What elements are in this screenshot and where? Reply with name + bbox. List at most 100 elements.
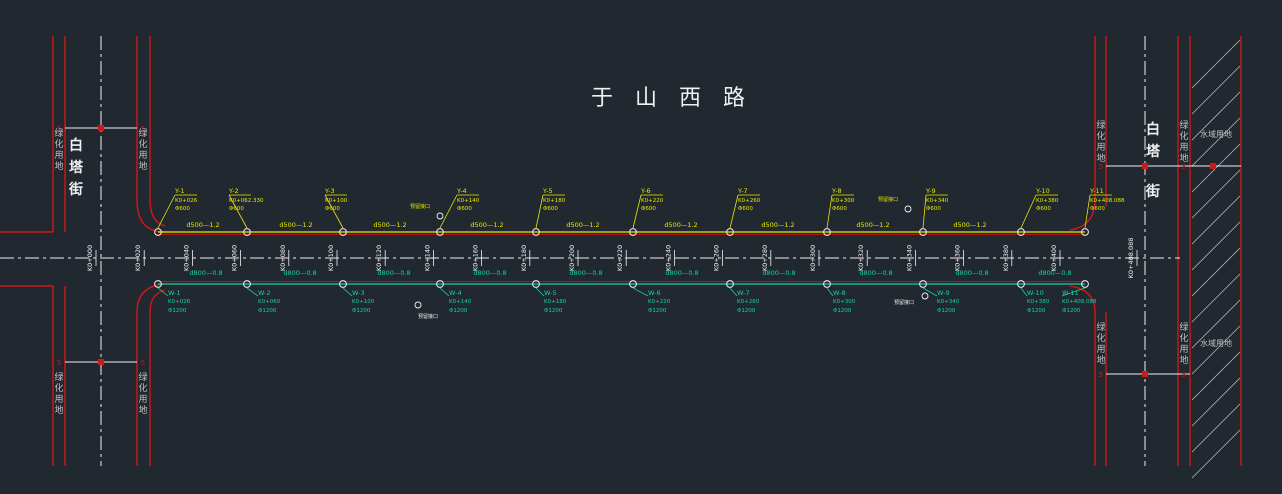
green-char: 绿 — [54, 127, 63, 139]
rain-well-id: Y-8 — [831, 187, 842, 195]
sewer-well-station: K0+060 — [258, 299, 281, 305]
rain-pipe-label: d500—1.2 — [566, 221, 599, 229]
sewer-well-size: Φ1200 — [352, 308, 371, 314]
sewer-leader — [1061, 287, 1086, 297]
sewer-well-size: Φ1200 — [258, 308, 277, 314]
green-label-r3: 绿 化 用 地 — [1096, 321, 1105, 366]
green-char: 用 — [1179, 344, 1188, 355]
sewer-leader — [1020, 287, 1028, 297]
sewer-leader — [439, 287, 450, 297]
rain-pipe-label: d500—1.2 — [279, 221, 312, 229]
right-street-char-1: 白 — [1146, 121, 1160, 138]
hatch-line — [1191, 351, 1241, 401]
sewer-well-id: W-2 — [258, 289, 271, 297]
sewer-leader — [157, 287, 169, 297]
rain-well-icon — [1017, 228, 1025, 236]
rain-pipe-label: d500—1.2 — [186, 221, 219, 229]
rain-well-size: Φ600 — [325, 206, 340, 212]
sewer-well-station: K0+340 — [937, 299, 960, 305]
rain-well-size: Φ600 — [175, 206, 190, 212]
rain-pipe-label: d500—1.2 — [664, 221, 697, 229]
control-point — [98, 125, 104, 131]
green-char: 绿 — [1179, 119, 1188, 131]
rain-well-size: Φ600 — [543, 206, 558, 212]
sewer-well-icon — [823, 280, 831, 288]
sewer-well-size: Φ1200 — [648, 308, 667, 314]
green-char: 地 — [138, 404, 147, 416]
rain-well-icon — [154, 228, 162, 236]
hatch-line — [1191, 325, 1241, 375]
sewer-well-station: K0+260 — [737, 299, 760, 305]
control-point — [1210, 163, 1216, 169]
green-char: 地 — [1096, 152, 1105, 164]
sewer-well-station: K0+100 — [352, 299, 375, 305]
hatch-line — [1191, 195, 1241, 245]
green-char: 绿 — [1096, 119, 1105, 131]
sewer-well-id: W-4 — [449, 289, 462, 297]
station-label: K0+060 — [231, 245, 239, 271]
water-area-hatch — [1191, 39, 1241, 479]
branch-connection-icon — [436, 212, 444, 220]
green-label-r1: 绿 化 用 地 — [1096, 119, 1105, 164]
sewer-wells: W-1K0+026Φ1200W-2K0+060Φ1200W-3K0+100Φ12… — [154, 280, 1097, 314]
green-char: 地 — [138, 160, 147, 172]
sewer-leader — [826, 287, 834, 297]
rain-leader — [228, 194, 248, 229]
sewer-pipe-label: d800—0.8 — [283, 269, 316, 277]
hatch-line — [1191, 429, 1241, 479]
sewer-pipe-label: d800—0.8 — [859, 269, 892, 277]
station-label: K0+100 — [327, 245, 335, 271]
station-label: K0+120 — [375, 245, 383, 271]
branch-note: 预留接口 — [878, 196, 898, 203]
green-char: 地 — [1179, 354, 1188, 366]
sewer-leader — [922, 287, 938, 297]
hatch-line — [1191, 403, 1241, 453]
rain-well-size: Φ600 — [641, 206, 656, 212]
edge-tick-label: 5 — [1182, 163, 1186, 171]
green-char: 绿 — [1096, 321, 1105, 333]
rain-pipe-label: d500—1.2 — [761, 221, 794, 229]
rain-well-station: K0+300 — [832, 198, 855, 204]
rain-well-size: Φ600 — [229, 206, 244, 212]
rain-well-size: Φ600 — [1036, 206, 1051, 212]
green-char: 地 — [54, 404, 63, 416]
sewer-well-station: K0+026 — [168, 299, 191, 305]
rain-leader — [535, 194, 544, 229]
sewer-well-size: Φ1200 — [544, 308, 563, 314]
rain-well-id: Y-1 — [174, 187, 185, 195]
green-char: 化 — [138, 382, 147, 394]
rain-well-id: Y-3 — [324, 187, 335, 195]
rain-well-icon — [726, 228, 734, 236]
sewer-leader — [246, 287, 259, 297]
rain-well-icon — [823, 228, 831, 236]
sewer-leader — [535, 287, 545, 297]
station-label: K0+020 — [134, 245, 142, 271]
edge-tick-label: 5 — [57, 359, 61, 367]
green-label-r2: 绿 化 用 地 — [1179, 119, 1188, 164]
station-label: K0+380 — [1002, 245, 1010, 271]
station-label: K0+040 — [182, 245, 190, 271]
green-char: 绿 — [54, 371, 63, 383]
sewer-leader — [632, 287, 649, 297]
rain-well-station: K0+026 — [175, 198, 198, 204]
rain-leader — [729, 194, 739, 229]
rain-leader — [324, 194, 344, 229]
green-label-tr-left: 绿 化 用 地 — [138, 127, 147, 172]
hatch-line — [1191, 377, 1241, 427]
sewer-pipe-label: d800—0.8 — [1038, 269, 1071, 277]
station-label: K0+280 — [761, 245, 769, 271]
rain-well-icon — [243, 228, 251, 236]
rain-well-station: K0+260 — [738, 198, 761, 204]
rain-leader — [439, 194, 458, 229]
station-label: K0+220 — [616, 245, 624, 271]
sewer-well-id: W-8 — [833, 289, 846, 297]
rain-leader — [826, 194, 833, 229]
station-label: K0+300 — [809, 245, 817, 271]
sewer-pipe-label: d800—0.8 — [473, 269, 506, 277]
right-street-name: 白 塔 街 — [1145, 121, 1161, 200]
rain-leader — [922, 194, 927, 229]
green-char: 化 — [1096, 332, 1105, 344]
